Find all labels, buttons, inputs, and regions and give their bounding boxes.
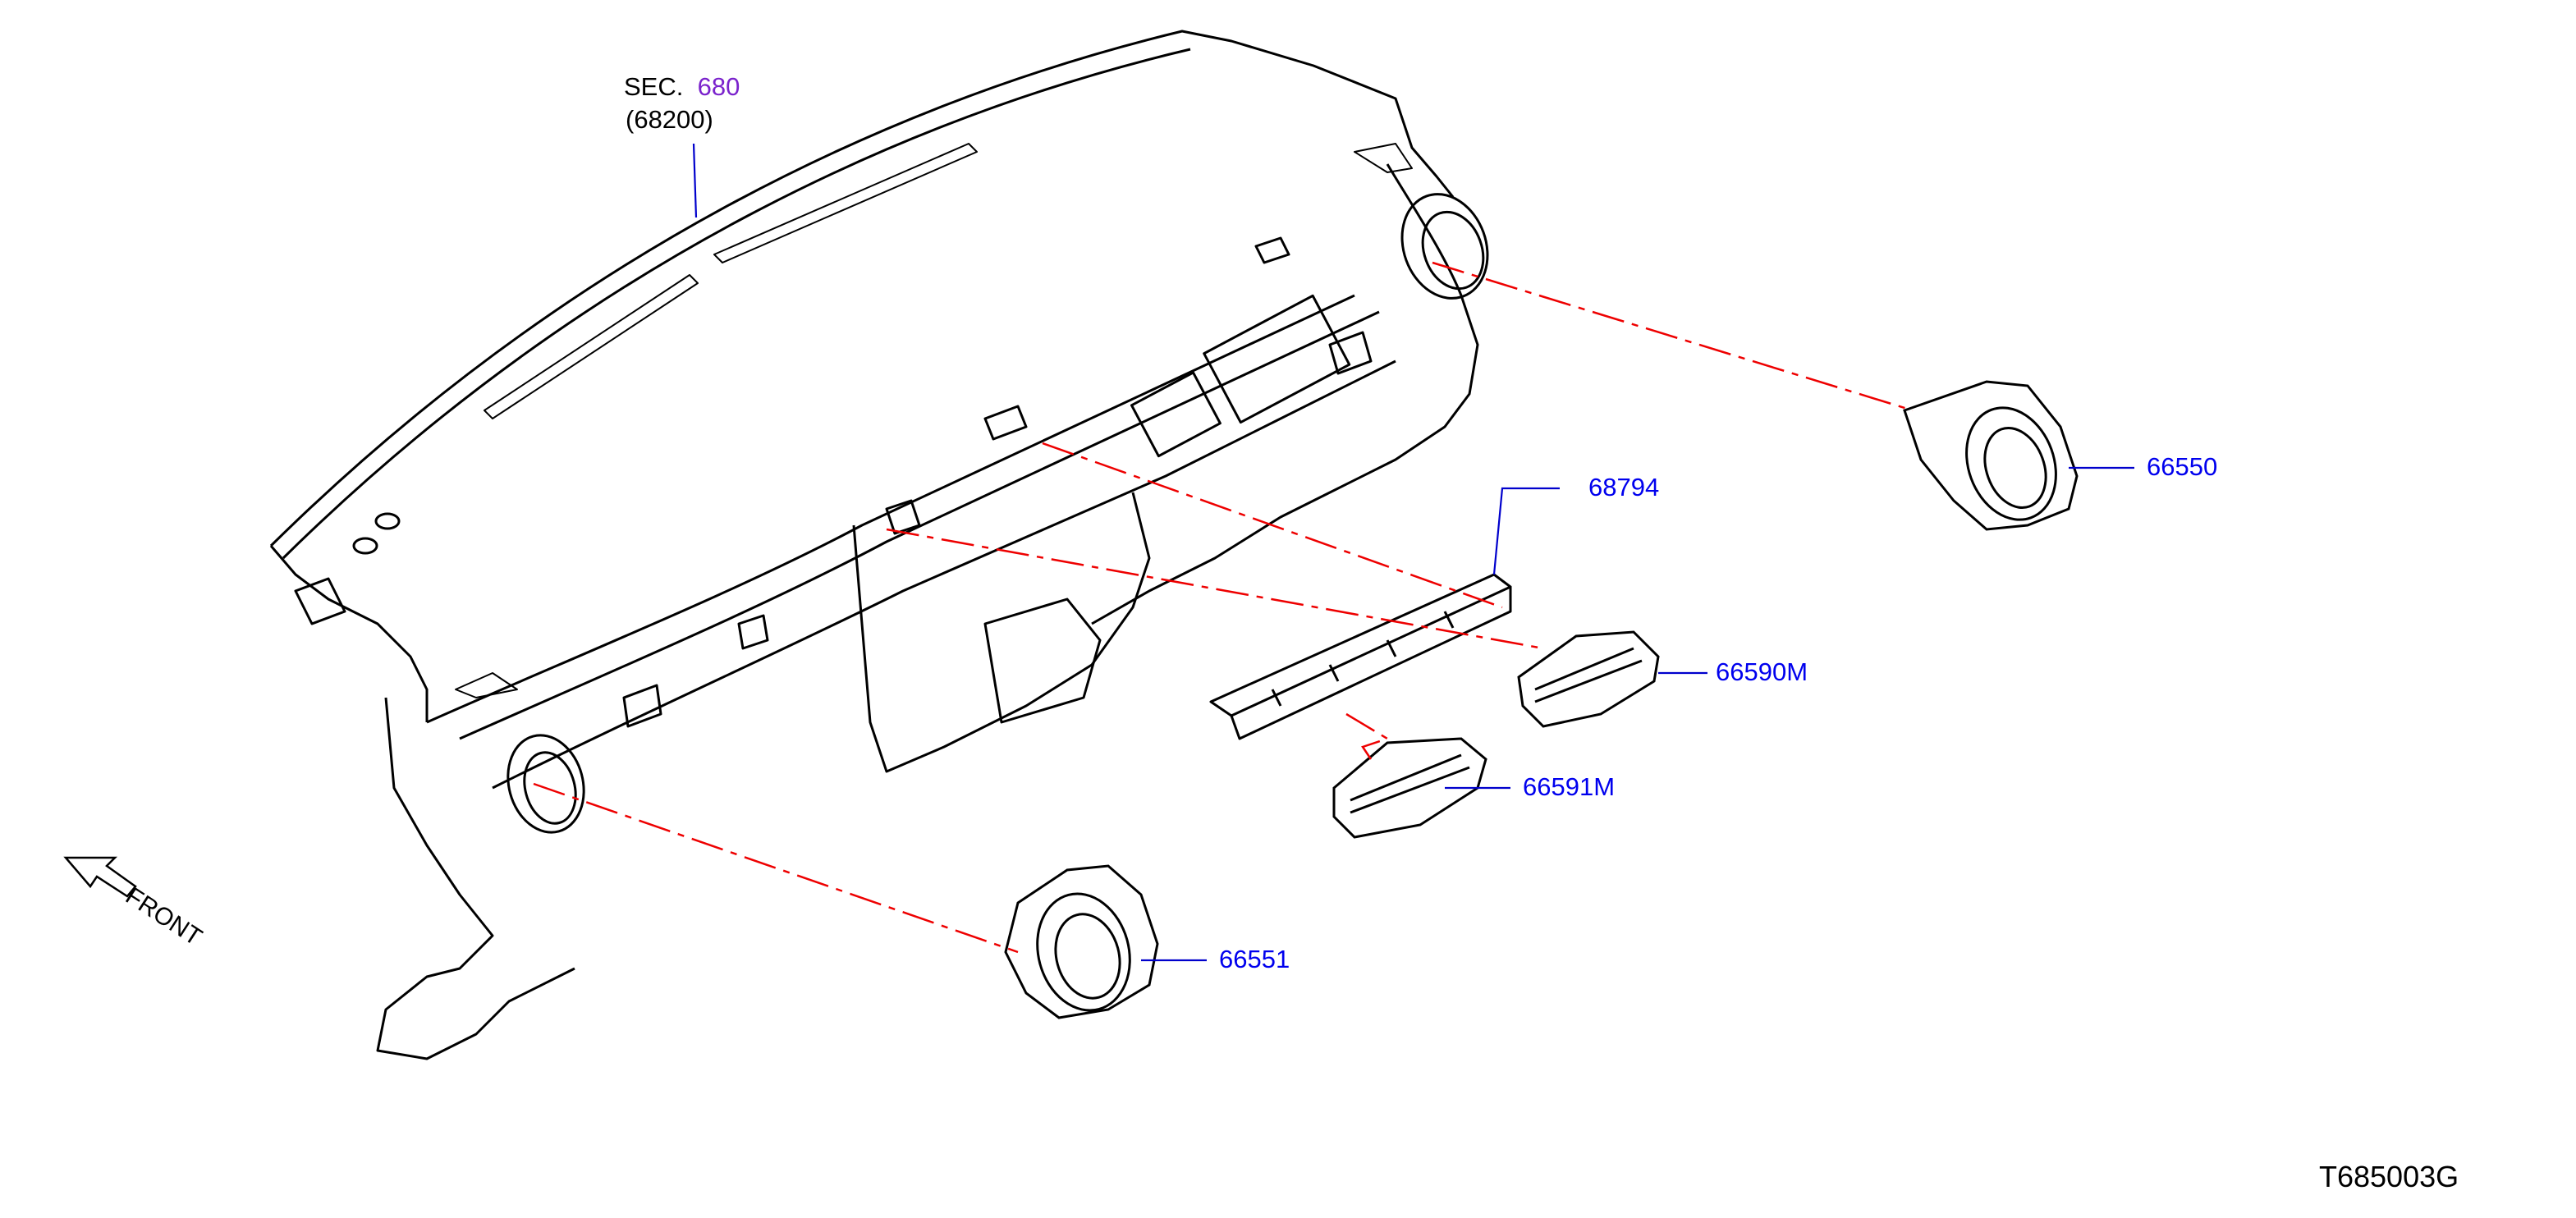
part-label-66550[interactable]: 66550 xyxy=(2147,452,2218,481)
leader-line-68794 xyxy=(1492,487,1560,575)
part-66550-vent[interactable] xyxy=(1903,380,2079,533)
assembly-line-66550 xyxy=(1432,261,1914,412)
section-prefix: SEC. xyxy=(624,72,684,101)
part-68794-bracket[interactable] xyxy=(1209,573,1512,740)
section-number[interactable]: 680 xyxy=(697,72,740,101)
assembly-lines xyxy=(533,261,1914,954)
part-label-66590M[interactable]: 66590M xyxy=(1716,657,1808,686)
instrument-panel xyxy=(269,30,1489,1060)
leader-lines xyxy=(692,143,2134,962)
assembly-line-68794 xyxy=(1042,442,1503,609)
part-66590M-vent[interactable] xyxy=(1517,630,1660,728)
assembly-line-66591M xyxy=(1345,712,1390,760)
part-label-68794[interactable]: 68794 xyxy=(1588,473,1660,501)
assembly-line-66551 xyxy=(533,782,1019,954)
part-label-66551[interactable]: 66551 xyxy=(1219,945,1290,973)
part-label-66591M[interactable]: 66591M xyxy=(1523,772,1616,801)
section-sub-ref: (68200) xyxy=(626,105,713,134)
section-ref-label[interactable]: SEC. 680 xyxy=(624,74,740,99)
leader-line-sec680 xyxy=(692,143,698,218)
figure-id: T685003G xyxy=(2319,1160,2459,1193)
front-arrow-icon xyxy=(63,856,137,898)
part-66551-vent[interactable] xyxy=(1004,864,1159,1021)
